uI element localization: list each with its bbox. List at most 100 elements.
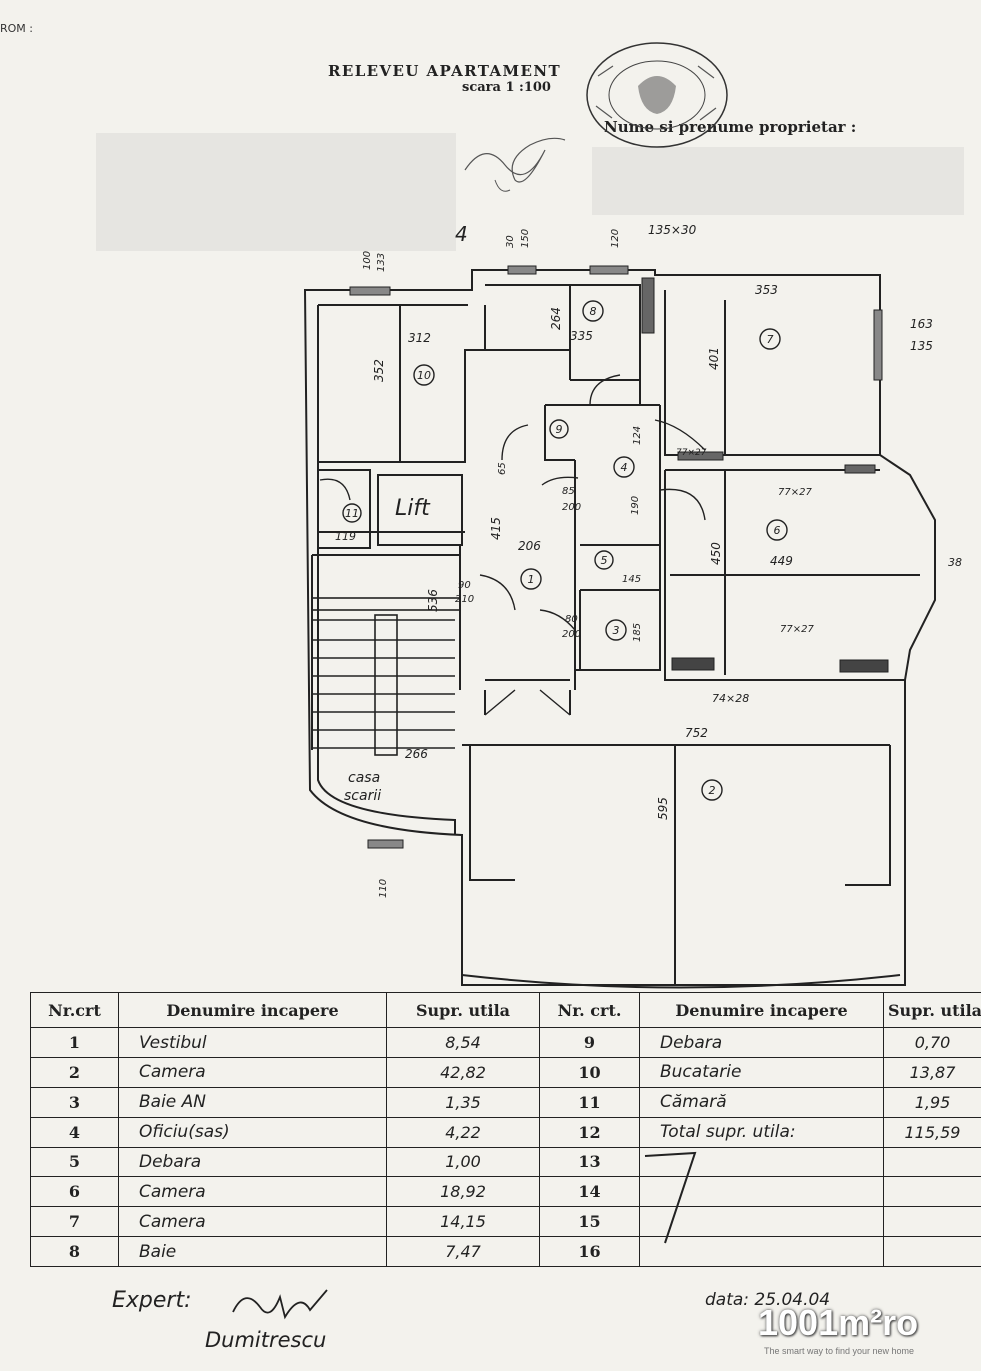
dimension-label: 450 — [709, 542, 723, 565]
room-name — [639, 1236, 884, 1267]
dimension-label: 353 — [755, 283, 778, 297]
room-area: 8,54 — [386, 1027, 540, 1059]
column-header: Supr. utila — [883, 991, 981, 1029]
dimension-label: 266 — [405, 747, 428, 761]
room-name: Oficiu(sas) — [118, 1116, 387, 1148]
dimension-label: 110 — [378, 879, 389, 898]
table-row: 1 Vestibul 8,54 9 Debara 0,70 — [30, 1027, 981, 1059]
dimension-label: 38 — [948, 556, 962, 569]
room-name: Vestibul — [118, 1027, 387, 1059]
row-number: 1 — [30, 1027, 119, 1059]
column-header: Denumire incapere — [118, 991, 387, 1029]
total-area: 115,59 — [883, 1116, 981, 1148]
site-logo: 1001m²ro — [758, 1302, 919, 1343]
lift-label: Lift — [395, 496, 431, 521]
room-area: 7,47 — [386, 1236, 540, 1267]
owner-label: Nume si prenume proprietar : — [604, 118, 857, 136]
dimension-label: 206 — [518, 539, 541, 553]
dimension-label: 210 — [455, 594, 474, 605]
total-label: Total supr. utila: — [639, 1116, 884, 1148]
dimension-label: 77×27 — [676, 448, 707, 458]
room-area: 1,35 — [386, 1086, 540, 1118]
row-number: 4 — [30, 1116, 119, 1148]
dimension-label: 190 — [630, 496, 641, 515]
dimension-label: 65 — [497, 462, 508, 475]
table-row: 5 Debara 1,00 13 — [30, 1146, 981, 1178]
row-number: 16 — [539, 1236, 640, 1267]
row-number: 9 — [539, 1027, 640, 1059]
table-row: 8 Baie 7,47 16 — [30, 1236, 981, 1267]
dimension-label: 133 — [376, 253, 387, 272]
dimension-label: 100 — [362, 251, 373, 270]
room-area: 4,22 — [386, 1116, 540, 1148]
row-number: 14 — [539, 1176, 640, 1208]
expert-signature-icon — [232, 1289, 328, 1320]
dimension-label: 77×27 — [780, 624, 814, 635]
room-area: 18,92 — [386, 1176, 540, 1208]
row-number: 12 — [539, 1116, 640, 1148]
column-header: Supr. utila — [386, 991, 540, 1029]
table-row: 7 Camera 14,15 15 — [30, 1206, 981, 1238]
row-number: 5 — [30, 1146, 119, 1178]
room-name — [639, 1146, 884, 1178]
column-header: Denumire incapere — [639, 991, 884, 1029]
row-number: 6 — [30, 1176, 119, 1208]
room-name: Baie — [118, 1236, 387, 1267]
room-name: Bucatarie — [639, 1057, 884, 1088]
room-area: 42,82 — [386, 1057, 540, 1088]
room-area: 1,00 — [386, 1146, 540, 1178]
dimension-label: 135 — [910, 339, 933, 353]
room-area — [883, 1236, 981, 1267]
dimension-label: 200 — [562, 502, 581, 513]
room-area — [883, 1146, 981, 1178]
page-mark: 4 — [455, 222, 468, 246]
expert-label: Expert: — [112, 1288, 192, 1313]
room-area — [883, 1206, 981, 1238]
stair-label-1: casa — [348, 770, 380, 786]
dimension-label: 264 — [549, 307, 563, 330]
room-name: Baie ΑΝ — [118, 1086, 387, 1118]
table-row: 3 Baie ΑΝ 1,35 11 Cămară 1,95 — [30, 1086, 981, 1118]
dimension-label: 536 — [426, 589, 440, 612]
corner-mark: ROM : — [0, 22, 33, 35]
row-number: 8 — [30, 1236, 119, 1267]
dimension-label: 119 — [335, 530, 356, 543]
room-name — [639, 1176, 884, 1208]
cancel-stroke-icon — [644, 1151, 697, 1244]
dimension-label: 135×30 — [648, 223, 697, 237]
row-number: 10 — [539, 1057, 640, 1088]
table-header-row: Nr.crt Denumire incapere Supr. utila Nr.… — [30, 991, 981, 1029]
room-area — [883, 1176, 981, 1208]
room-number-5: 5 — [601, 554, 608, 567]
dimension-label: 120 — [610, 229, 621, 248]
cadastre-stamp-icon — [586, 42, 728, 148]
room-area: 1,95 — [883, 1086, 981, 1118]
room-number-2: 2 — [709, 784, 716, 797]
room-number-4: 4 — [621, 461, 628, 474]
room-name: Camera — [118, 1057, 387, 1088]
dimension-label: 90 — [458, 580, 471, 591]
dimension-label: 185 — [632, 623, 643, 642]
dimension-label: 30 — [505, 235, 516, 248]
room-name: Camera — [118, 1206, 387, 1238]
room-area: 14,15 — [386, 1206, 540, 1238]
scale-label: scara 1 :100 — [462, 80, 551, 95]
room-area: 13,87 — [883, 1057, 981, 1088]
dimension-label: 145 — [622, 574, 641, 585]
redacted-block-left — [96, 133, 456, 251]
room-number-7: 7 — [767, 333, 774, 346]
stair-label-2: scarii — [344, 788, 381, 804]
document-date: data: 25.04.04 — [705, 1290, 831, 1310]
table-row: 6 Camera 18,92 14 — [30, 1176, 981, 1208]
room-number-10: 10 — [417, 369, 431, 382]
expert-name: Dumitrescu — [205, 1328, 327, 1352]
room-name: Camera — [118, 1176, 387, 1208]
dimension-label: 74×28 — [712, 692, 749, 705]
room-name: Cămară — [639, 1086, 884, 1118]
dimension-label: 595 — [656, 797, 670, 820]
row-number: 2 — [30, 1057, 119, 1088]
row-number: 15 — [539, 1206, 640, 1238]
dimension-label: 85 — [562, 486, 575, 497]
room-number-9: 9 — [556, 423, 563, 436]
row-number: 11 — [539, 1086, 640, 1118]
